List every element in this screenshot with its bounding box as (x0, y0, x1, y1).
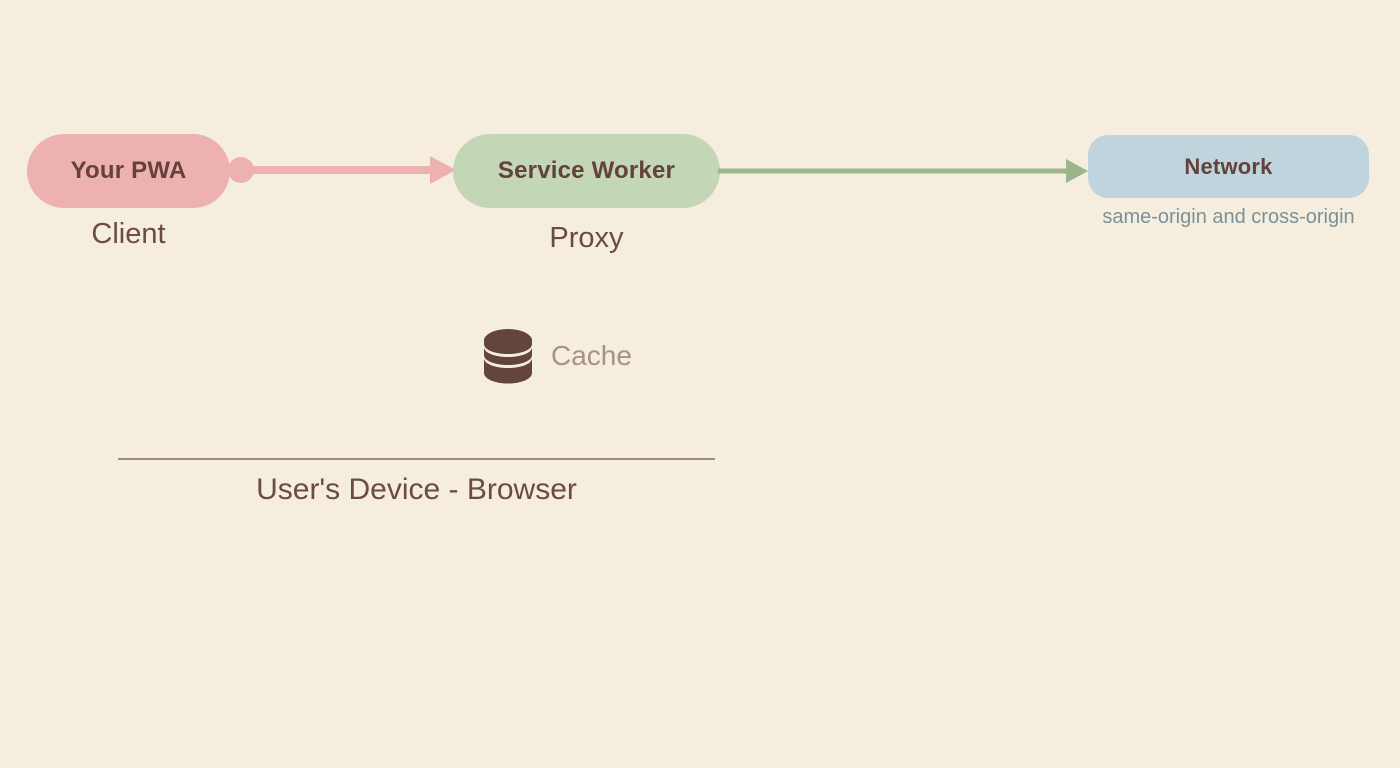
node-service-worker-caption: Proxy (549, 222, 624, 254)
node-service-worker[interactable]: Service Worker (453, 134, 720, 208)
cache-group[interactable]: Cache (483, 328, 632, 384)
cache-label: Cache (551, 340, 632, 371)
node-network-caption: same-origin and cross-origin (1102, 206, 1355, 228)
node-network[interactable]: Network (1088, 135, 1369, 198)
node-your-pwa[interactable]: Your PWA (27, 134, 230, 208)
edge-pwa-to-service-worker (228, 156, 456, 184)
node-network-label: Network (1184, 153, 1273, 179)
arrowhead-icon (1066, 159, 1088, 183)
edge-service-worker-to-network (718, 159, 1088, 183)
database-icon (484, 329, 532, 384)
device-boundary-line (118, 458, 715, 460)
device-boundary-label: User's Device - Browser (256, 473, 577, 506)
node-your-pwa-label: Your PWA (70, 157, 187, 184)
node-service-worker-label: Service Worker (497, 157, 676, 184)
arrowhead-icon (430, 156, 456, 184)
node-your-pwa-caption: Client (91, 218, 166, 250)
